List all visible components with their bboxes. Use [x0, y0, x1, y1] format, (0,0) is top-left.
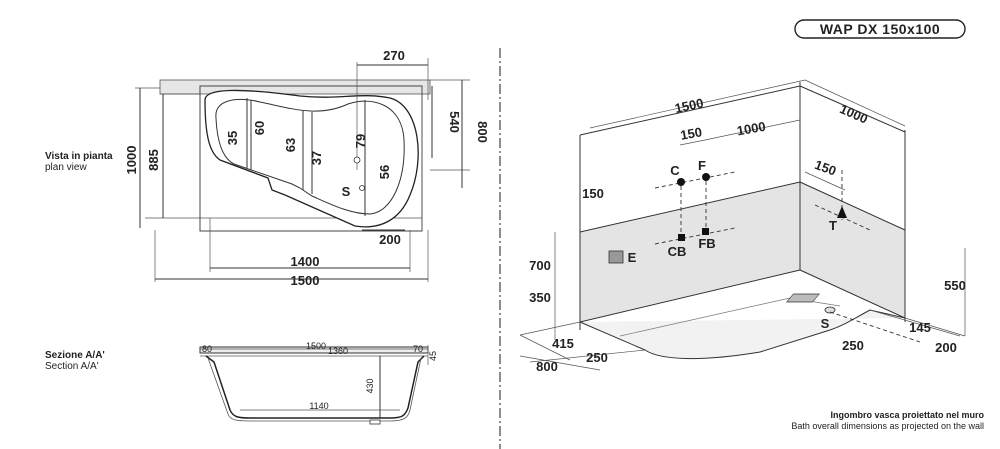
iso-label-fb: FB [698, 236, 715, 251]
iso-dim-200: 200 [935, 340, 957, 355]
plan-dim-60: 60 [252, 121, 267, 135]
section-view: 80 1500 1360 70 45 430 1140 Sezione A/A'… [45, 341, 438, 425]
iso-dim-550: 550 [944, 278, 966, 293]
plan-dim-540: 540 [447, 111, 462, 133]
plan-dim-1000: 1000 [124, 146, 139, 175]
plan-dim-63: 63 [283, 138, 298, 152]
section-dim-430: 430 [365, 378, 375, 393]
iso-dim-1000-mid: 1000 [736, 119, 767, 139]
iso-caption-en: Bath overall dimensions as projected on … [791, 421, 984, 431]
plan-dim-800: 800 [475, 121, 490, 143]
plan-dim-1400: 1400 [291, 254, 320, 269]
iso-point-cb [678, 234, 685, 241]
iso-dim-150-right: 150 [813, 157, 839, 179]
plan-dim-270: 270 [383, 48, 405, 63]
plan-dim-1500: 1500 [291, 273, 320, 288]
iso-label-e: E [628, 250, 637, 265]
iso-point-t [837, 206, 847, 218]
iso-label-c: C [670, 163, 680, 178]
iso-label-f: F [698, 158, 706, 173]
model-title: WAP DX 150x100 [820, 21, 940, 37]
iso-point-c [677, 178, 685, 186]
plan-dim-79: 79 [353, 134, 368, 148]
iso-dim-145: 145 [909, 320, 931, 335]
iso-dim-150-left: 150 [582, 186, 604, 201]
iso-back-wall-shade [580, 182, 800, 322]
section-tub-profile [205, 355, 425, 419]
plan-outlet-s: S [342, 184, 351, 199]
isometric-view: 1500 1000 150 1000 150 150 C F CB FB E T… [519, 79, 984, 431]
iso-caption-it: Ingombro vasca proiettato nel muro [830, 410, 984, 420]
plan-dim-56: 56 [377, 165, 392, 179]
iso-label-s: S [821, 316, 830, 331]
section-label-en: Section A/A' [45, 361, 99, 372]
plan-label-en: plan view [45, 162, 87, 173]
iso-dim-1500: 1500 [673, 95, 704, 116]
iso-tub-base [579, 309, 906, 360]
section-dim-1140: 1140 [309, 401, 328, 411]
section-dim-1500: 1500 [306, 341, 326, 351]
iso-point-fb [702, 228, 709, 235]
section-dim-1360: 1360 [328, 346, 348, 356]
model-title-badge: WAP DX 150x100 [794, 19, 966, 39]
plan-basin-outline [215, 98, 405, 215]
iso-point-f [702, 173, 710, 181]
iso-dim-250-left: 250 [586, 350, 608, 365]
iso-dim-415: 415 [552, 336, 574, 351]
iso-label-t: T [829, 218, 837, 233]
section-dim-70: 70 [413, 344, 423, 354]
iso-dim-700: 700 [529, 258, 551, 273]
plan-view: 270 540 800 1000 885 35 60 63 37 79 56 S… [45, 48, 490, 288]
plan-dim-35: 35 [225, 131, 240, 145]
iso-dim-1000-top: 1000 [838, 101, 871, 126]
iso-dim-800: 800 [536, 359, 558, 374]
plan-dim-37: 37 [309, 151, 324, 165]
iso-dim-350: 350 [529, 290, 551, 305]
iso-dim-250-right: 250 [842, 338, 864, 353]
plan-dim-200: 200 [379, 232, 401, 247]
section-label-it: Sezione A/A' [45, 350, 105, 361]
section-dim-45: 45 [428, 351, 438, 361]
plan-dim-885: 885 [146, 149, 161, 171]
iso-side-wall-shade [800, 182, 905, 318]
section-dim-80: 80 [202, 344, 212, 354]
plan-label-it: Vista in pianta [45, 151, 113, 162]
iso-dim-150-mid: 150 [679, 124, 703, 143]
iso-label-cb: CB [668, 244, 687, 259]
iso-point-e-box [608, 250, 624, 264]
